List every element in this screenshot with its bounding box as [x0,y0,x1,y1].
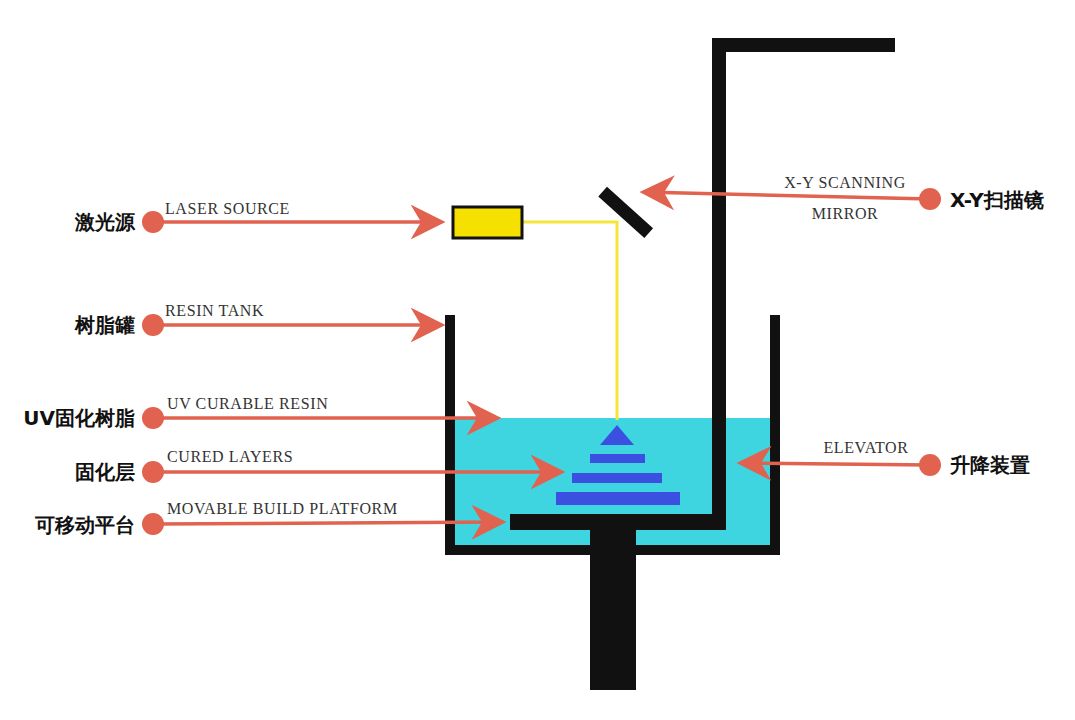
callout-dots [142,188,941,535]
part-label: X-Y SCANNING MIRROR [770,167,920,229]
part-label: 可移动平台 [35,512,135,539]
cured-layers [556,425,680,505]
laser-source [453,207,522,238]
scanning-mirror [598,187,653,238]
part-label: 升降装置 [950,452,1030,479]
part-label: LASER SOURCE [165,200,290,218]
part-label: 固化层 [75,459,135,486]
elevator-column [712,38,726,528]
tank-wall [770,315,780,555]
build-platform [510,514,726,530]
part-label: 树脂罐 [75,312,135,339]
part-label: CURED LAYERS [167,448,293,466]
elevator-top [712,38,895,52]
part-label: UV CURABLE RESIN [167,395,328,413]
part-label: MOVABLE BUILD PLATFORM [167,500,398,518]
part-label: ELEVATOR [823,439,908,457]
part-label: 激光源 [75,209,135,236]
tank-wall [445,315,455,555]
part-label: RESIN TANK [165,302,264,320]
platform-support [590,528,636,690]
laser-beam [522,222,617,420]
part-label: UV固化树脂 [23,405,135,432]
part-label: X-Y扫描镜 [950,187,1044,214]
callout-arrows [153,192,930,524]
